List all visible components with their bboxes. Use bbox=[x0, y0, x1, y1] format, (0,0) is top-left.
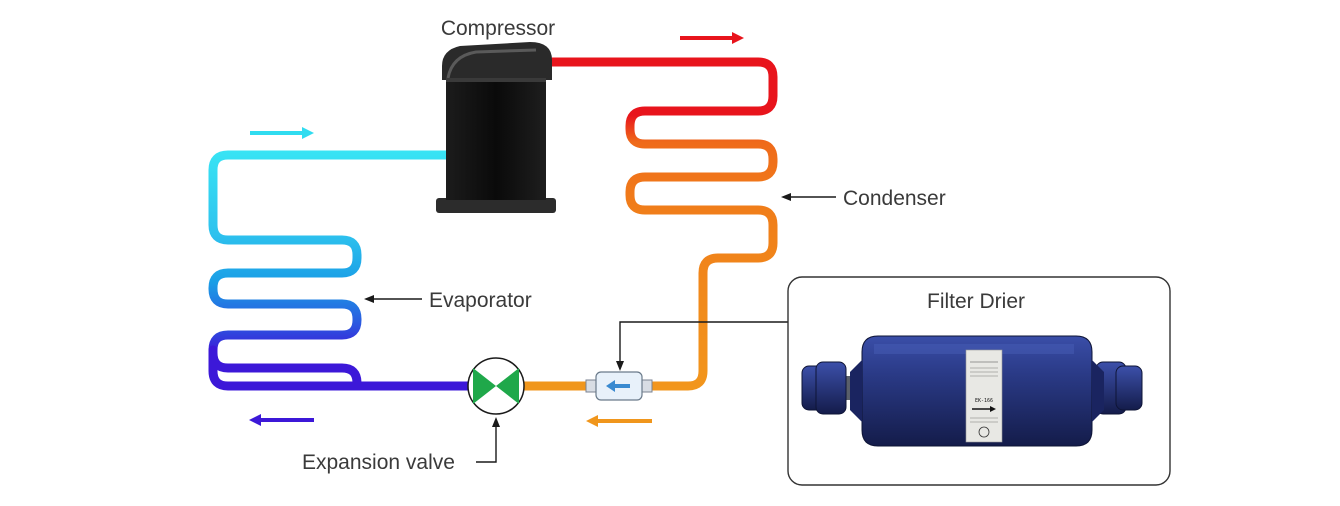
leader-expansion-valve bbox=[476, 417, 500, 463]
evaporator-label: Evaporator bbox=[429, 289, 532, 312]
leader-evaporator bbox=[364, 295, 422, 303]
flow-arrow-suction bbox=[250, 127, 314, 139]
condenser-coil bbox=[543, 57, 778, 391]
flow-arrow-hot bbox=[680, 32, 744, 44]
compressor-unit bbox=[436, 42, 556, 213]
flow-arrow-liquid bbox=[586, 415, 652, 427]
leader-condenser bbox=[781, 193, 836, 201]
compressor-label: Compressor bbox=[441, 17, 555, 40]
drier-model-text: EK-166 bbox=[975, 398, 993, 404]
evaporator-outlet-line bbox=[208, 345, 475, 391]
filter-drier-label: Filter Drier bbox=[927, 290, 1025, 313]
filter-drier-illustration: EK-166 bbox=[801, 335, 1143, 447]
filter-drier-symbol bbox=[585, 371, 653, 401]
leader-filter-drier bbox=[616, 321, 790, 371]
drier-sticker bbox=[965, 349, 1003, 443]
flow-arrow-cold bbox=[249, 414, 314, 426]
condenser-label: Condenser bbox=[843, 187, 946, 210]
evaporator-coil bbox=[208, 150, 451, 388]
expansion-valve-label: Expansion valve bbox=[302, 451, 455, 474]
expansion-valve bbox=[467, 357, 525, 415]
